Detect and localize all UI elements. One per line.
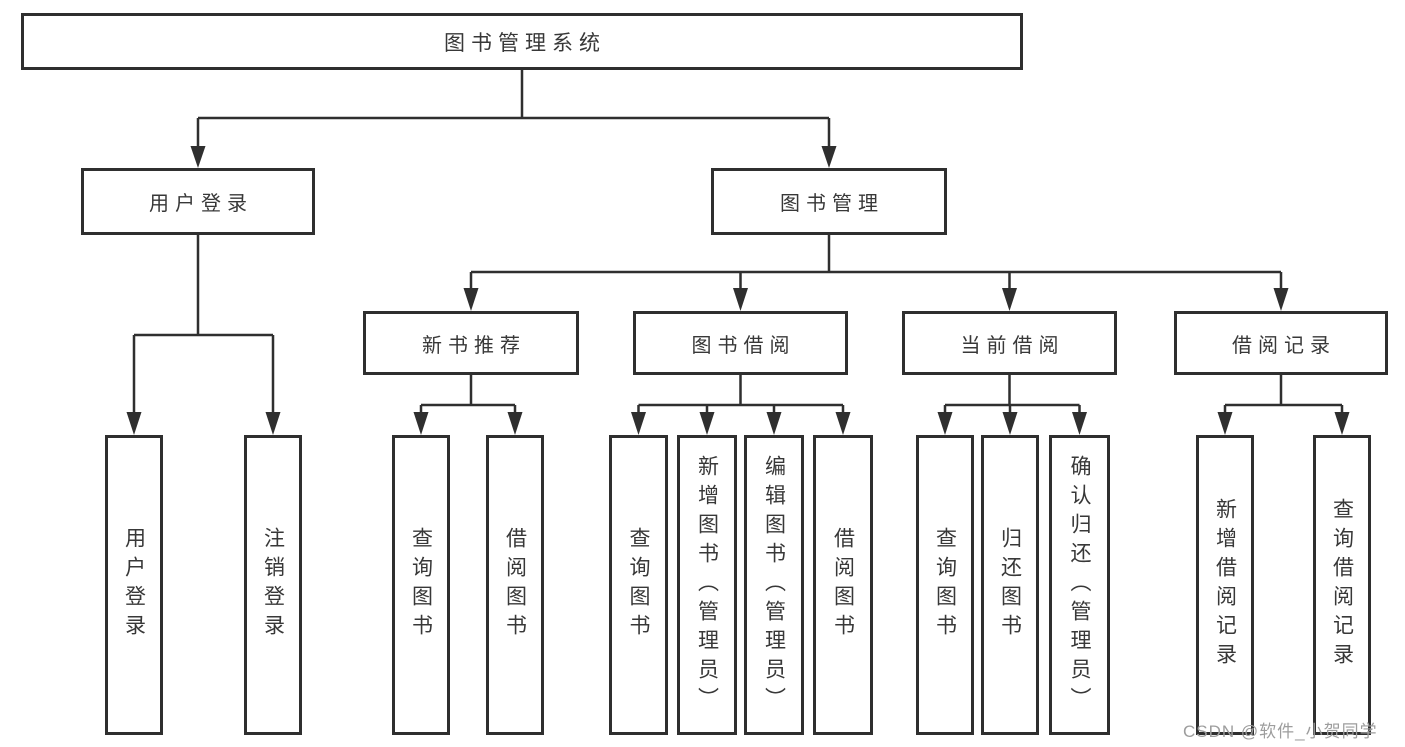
leaf-return-book: 归还图书 [981, 435, 1039, 735]
leaf-add-book-admin: 新增图书（管理员） [677, 435, 737, 735]
leaf-borrow-books: 借阅图书 [813, 435, 873, 735]
leaf-add-borrow-record: 新增借阅记录 [1196, 435, 1254, 735]
leaf-return-book-label: 归还图书 [998, 527, 1022, 643]
node-borrow-records-label: 借阅记录 [1232, 334, 1336, 357]
node-current-borrow-label: 当前借阅 [960, 334, 1065, 357]
node-book-management-label: 图书管理 [780, 193, 884, 215]
leaf-add-borrow-record-label: 新增借阅记录 [1213, 498, 1237, 672]
watermark: CSDN @软件_小贺同学 [1183, 722, 1378, 741]
leaf-borrow-books-recommend: 借阅图书 [486, 435, 544, 735]
leaf-borrow-books-label: 借阅图书 [831, 527, 855, 643]
leaf-logout: 注销登录 [244, 435, 302, 735]
leaf-add-book-admin-label: 新增图书（管理员） [695, 454, 719, 716]
leaf-query-books-borrow: 查询图书 [609, 435, 668, 735]
leaf-query-books-current: 查询图书 [916, 435, 974, 735]
leaf-borrow-books-recommend-label: 借阅图书 [503, 527, 527, 643]
leaf-logout-label: 注销登录 [261, 527, 285, 643]
leaf-query-books-recommend-label: 查询图书 [409, 527, 433, 643]
leaf-edit-book-admin-label: 编辑图书（管理员） [762, 454, 786, 716]
leaf-confirm-return-admin-label: 确认归还（管理员） [1068, 454, 1091, 716]
leaf-user-login: 用户登录 [105, 435, 163, 735]
node-book-borrow-label: 图书借阅 [691, 334, 796, 357]
leaf-edit-book-admin: 编辑图书（管理员） [744, 435, 804, 735]
node-book-borrow: 图书借阅 [633, 311, 848, 375]
leaf-query-books-borrow-label: 查询图书 [627, 527, 650, 643]
leaf-user-login-label: 用户登录 [122, 527, 146, 643]
node-borrow-records: 借阅记录 [1174, 311, 1388, 375]
leaf-confirm-return-admin: 确认归还（管理员） [1049, 435, 1110, 735]
node-current-borrow: 当前借阅 [902, 311, 1117, 375]
node-new-book-recommend: 新书推荐 [363, 311, 579, 375]
node-user-login-branch: 用户登录 [81, 168, 315, 235]
leaf-query-books-recommend: 查询图书 [392, 435, 450, 735]
node-root: 图书管理系统 [21, 13, 1023, 70]
node-book-management: 图书管理 [711, 168, 947, 235]
node-user-login-branch-label: 用户登录 [149, 193, 253, 215]
leaf-query-borrow-record-label: 查询借阅记录 [1330, 498, 1354, 672]
node-root-label: 图书管理系统 [444, 31, 606, 55]
leaf-query-books-current-label: 查询图书 [933, 527, 957, 643]
node-new-book-recommend-label: 新书推荐 [422, 334, 526, 357]
leaf-query-borrow-record: 查询借阅记录 [1313, 435, 1371, 735]
